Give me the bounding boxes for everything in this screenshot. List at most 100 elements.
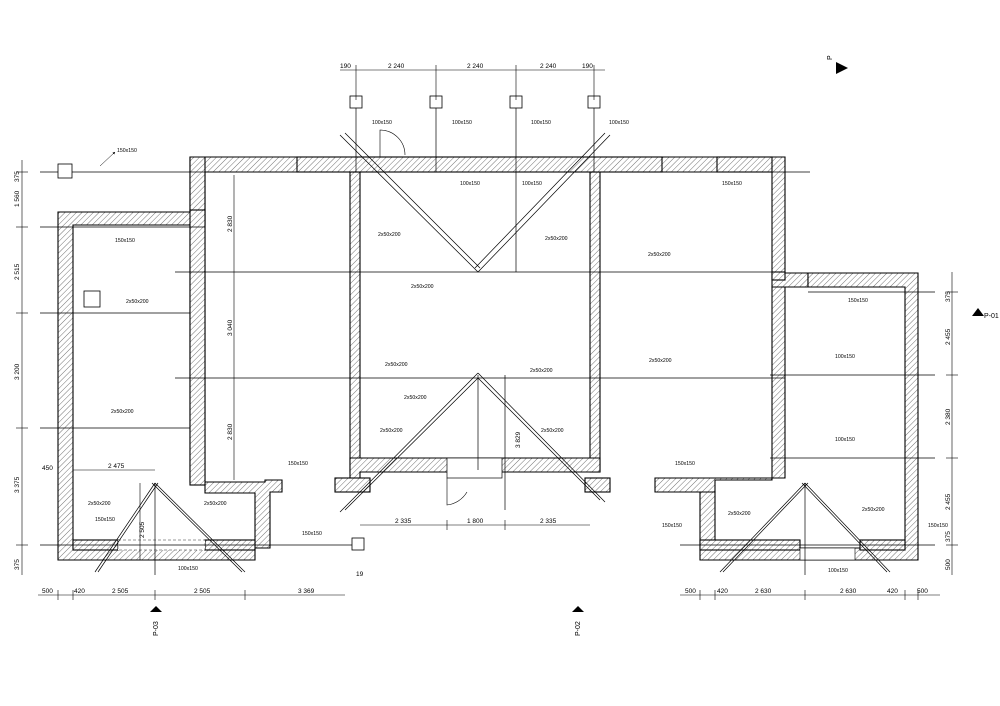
dim-right-6: 500 bbox=[945, 559, 952, 570]
section-arrow-top-right bbox=[836, 62, 848, 74]
dim-left-5: 3 375 bbox=[14, 476, 21, 493]
label-beam-m: 2x50x200 bbox=[380, 428, 403, 434]
label-beam-l: 2x50x200 bbox=[530, 368, 553, 374]
label-post-g: 150x150 bbox=[848, 298, 868, 304]
dim-bl-3: 2 505 bbox=[112, 588, 129, 595]
dim-top-3: 2 240 bbox=[467, 63, 484, 70]
label-top-1: 100x150 bbox=[372, 120, 392, 126]
dim-mb-2: 1 800 bbox=[467, 518, 484, 525]
wall-right-bottom bbox=[654, 286, 786, 493]
label-beam-k: 2x50x200 bbox=[404, 395, 427, 401]
label-post-b: 150x150 bbox=[115, 238, 135, 244]
wall-interior-right bbox=[589, 171, 601, 473]
label-top-2: 100x150 bbox=[452, 120, 472, 126]
dim-left-extra: 450 bbox=[42, 465, 53, 472]
dim-mb-3: 2 335 bbox=[540, 518, 557, 525]
door-swing-bottom bbox=[446, 478, 468, 506]
wall-interior-left bbox=[349, 171, 361, 473]
dim-bl-2: 420 bbox=[74, 588, 85, 595]
dim-right-4: 2 455 bbox=[945, 493, 952, 510]
wall-top-strip-right bbox=[716, 156, 773, 173]
dim-right-1: 375 bbox=[945, 291, 952, 302]
label-beam-o: 100x150 bbox=[835, 354, 855, 360]
section-label-right: P-01 bbox=[984, 313, 999, 320]
label-beam-d: 2x50x200 bbox=[204, 501, 227, 507]
dim-br-4: 2 630 bbox=[840, 588, 857, 595]
dim-center-v: 3 829 bbox=[515, 431, 522, 448]
dim-inner-v3: 2 830 bbox=[227, 423, 234, 440]
dim-top-1: 190 bbox=[340, 63, 351, 70]
label-top-7: 150x150 bbox=[722, 181, 742, 187]
beams bbox=[40, 105, 935, 575]
section-arrow-bottom-mid bbox=[572, 606, 584, 612]
label-beam-i: 2x50x200 bbox=[385, 362, 408, 368]
dim-left-1: 375 bbox=[14, 171, 21, 182]
label-post-j: 150x150 bbox=[928, 523, 948, 529]
dim-right-3: 2 380 bbox=[945, 408, 952, 425]
label-beam-e: 2x50x200 bbox=[378, 232, 401, 238]
dim-room-left: 2 475 bbox=[108, 463, 125, 470]
post-square-b bbox=[83, 290, 101, 308]
label-beam-p: 100x150 bbox=[835, 437, 855, 443]
dim-br-2: 420 bbox=[717, 588, 728, 595]
section-arrow-bottom-left bbox=[150, 606, 162, 612]
label-top-3: 100x150 bbox=[531, 120, 551, 126]
label-post-e: 150x150 bbox=[288, 461, 308, 467]
dim-bl-1: 500 bbox=[42, 588, 53, 595]
label-beam-n: 2x50x200 bbox=[541, 428, 564, 434]
dim-right-5: 375 bbox=[945, 531, 952, 542]
dim-right-2: 2 455 bbox=[945, 328, 952, 345]
dim-left-2: 1 560 bbox=[14, 190, 21, 207]
label-post-f: 150x150 bbox=[302, 531, 322, 537]
label-post-i: 150x150 bbox=[662, 523, 682, 529]
label-beam-b: 2x50x200 bbox=[111, 409, 134, 415]
dim-bl-5: 3 369 bbox=[298, 588, 315, 595]
label-beam-f: 2x50x200 bbox=[545, 236, 568, 242]
dim-br-6: 500 bbox=[917, 588, 928, 595]
section-arrow-right bbox=[972, 308, 984, 316]
posts bbox=[57, 95, 601, 551]
dim-room-left-v: 2 505 bbox=[139, 521, 146, 538]
label-post-c: 150x150 bbox=[95, 517, 115, 523]
section-label-top-right: P bbox=[827, 55, 834, 60]
wall-left-inner bbox=[189, 209, 206, 486]
dimension-lines bbox=[16, 65, 958, 600]
section-markers: P P-01 P-03 P-02 bbox=[150, 55, 999, 636]
outer-wall-left-wing bbox=[57, 156, 256, 561]
label-beam-j: 2x50x200 bbox=[649, 358, 672, 364]
wall-top-strip bbox=[296, 156, 663, 173]
label-post-h: 150x150 bbox=[675, 461, 695, 467]
label-top-5: 100x150 bbox=[460, 181, 480, 187]
member-labels: 150x150 150x150 2x50x200 2x50x200 2x50x2… bbox=[88, 120, 948, 574]
label-post-a: 150x150 bbox=[117, 148, 137, 154]
section-label-bottom-left: P-03 bbox=[153, 621, 160, 636]
label-top-4: 100x150 bbox=[609, 120, 629, 126]
wall-step bbox=[771, 271, 786, 281]
wall-bottom-seg-a bbox=[334, 477, 371, 493]
dim-inner-v1: 2 830 bbox=[227, 215, 234, 232]
section-label-bottom-mid: P-02 bbox=[575, 621, 582, 636]
dim-left-3: 2 515 bbox=[14, 263, 21, 280]
door-swing-top bbox=[379, 129, 406, 157]
post-square-c bbox=[351, 537, 365, 551]
label-top-6: 100x150 bbox=[522, 181, 542, 187]
dim-tick-19: 19 bbox=[356, 571, 364, 578]
label-post-d: 100x150 bbox=[178, 566, 198, 572]
window-right-bottom bbox=[799, 547, 856, 561]
dim-mb-1: 2 335 bbox=[395, 518, 412, 525]
dim-br-1: 500 bbox=[685, 588, 696, 595]
dim-top-5: 190 bbox=[582, 63, 593, 70]
label-beam-c: 2x50x200 bbox=[88, 501, 111, 507]
label-beam-h: 2x50x200 bbox=[648, 252, 671, 258]
label-beam-g: 2x50x200 bbox=[411, 284, 434, 290]
label-beam-q: 2x50x200 bbox=[728, 511, 751, 517]
label-beam-a: 2x50x200 bbox=[126, 299, 149, 305]
dim-br-5: 420 bbox=[887, 588, 898, 595]
dimension-text: 190 2 240 2 240 2 240 190 375 1 560 2 51… bbox=[14, 63, 952, 595]
dim-left-6: 375 bbox=[14, 559, 21, 570]
dim-top-4: 2 240 bbox=[540, 63, 557, 70]
label-beam-r: 2x50x200 bbox=[862, 507, 885, 513]
dim-left-4: 3 200 bbox=[14, 363, 21, 380]
dim-bl-4: 2 505 bbox=[194, 588, 211, 595]
